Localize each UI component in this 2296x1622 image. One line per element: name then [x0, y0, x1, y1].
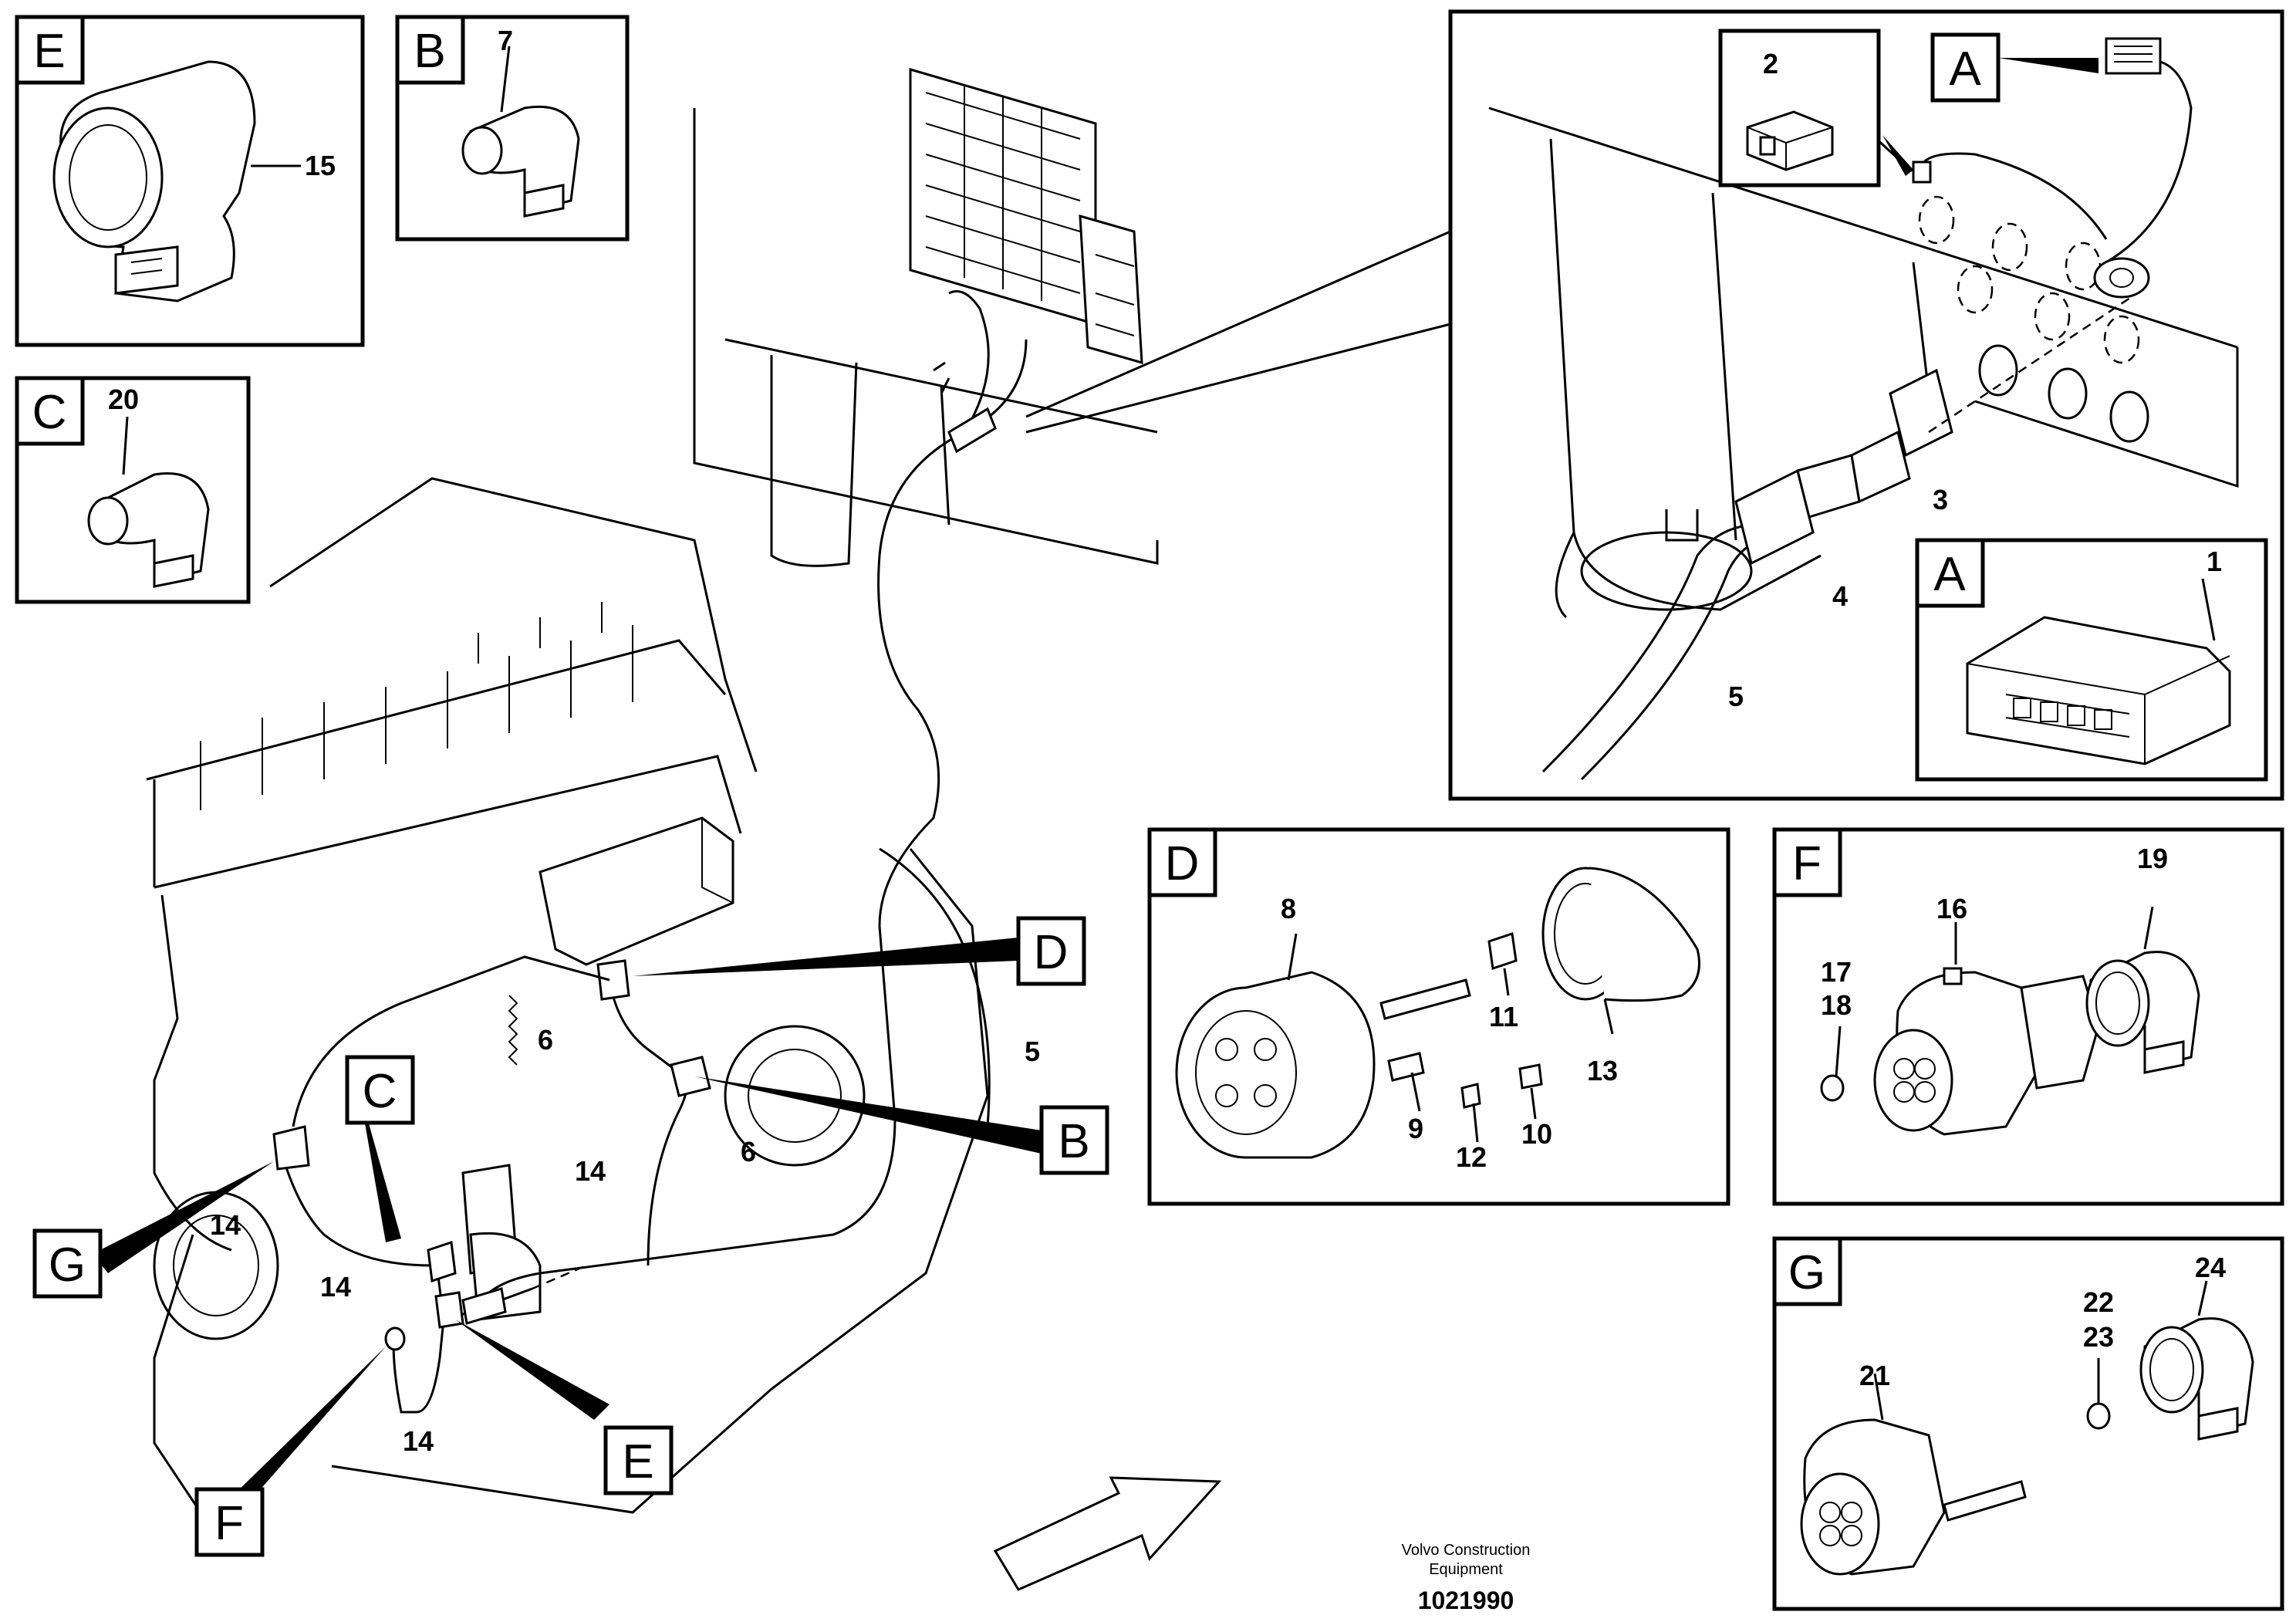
part-number-24: 24 [2195, 1252, 2226, 1283]
part-number-17: 17 [1821, 956, 1852, 988]
footer: Volvo Construction Equipment 1021990 [1402, 1542, 1531, 1614]
part-number-15: 15 [305, 150, 336, 181]
callout-letter-b: B [414, 25, 445, 78]
relay-panel [909, 68, 1143, 365]
footer-line-2: Equipment [1429, 1561, 1503, 1578]
part-number-12: 12 [1456, 1141, 1487, 1173]
main-callout-boxes [32, 916, 1109, 1557]
detail-panel-f [1772, 827, 2284, 1206]
callout-letter-a: A [1949, 42, 1981, 96]
callout-letters: E B C A A D F G C D B G E F [32, 25, 1982, 1550]
callout-letter-e-main: E [622, 1435, 653, 1489]
part-number-19: 19 [2137, 843, 2168, 874]
part-number-5-detail: 5 [1728, 681, 1744, 712]
part-number-10: 10 [1521, 1118, 1552, 1150]
direction-arrow [993, 1476, 1222, 1591]
callout-letter-g-main: G [49, 1238, 86, 1292]
part-number-6-upper: 6 [538, 1024, 553, 1056]
part-number-20: 20 [108, 384, 139, 415]
callout-letter-b-main: B [1058, 1115, 1089, 1168]
harness-5 [477, 431, 965, 1305]
detail-panel-g [1772, 1236, 2284, 1611]
part-number-13: 13 [1587, 1055, 1618, 1086]
leader-lines [93, 230, 1451, 1505]
callout-letter-d-detail: D [1165, 837, 1200, 890]
part-number-8: 8 [1281, 893, 1296, 924]
callout-letter-f-detail: F [1792, 837, 1822, 890]
callout-letter-c: C [32, 386, 67, 439]
detail-panel-b [395, 15, 630, 242]
part-number-14-bottom: 14 [403, 1425, 434, 1457]
part-number-18: 18 [1821, 989, 1852, 1021]
part-number-22: 22 [2083, 1286, 2114, 1318]
detail-panel-d [1147, 827, 1730, 1206]
callout-letter-e: E [33, 25, 65, 78]
footer-drawing-id: 1021990 [1418, 1587, 1514, 1614]
part-number-14-mid: 14 [320, 1271, 351, 1303]
part-number-16: 16 [1936, 893, 1967, 924]
detail-panel-e [15, 15, 365, 347]
harness-6 [608, 979, 688, 1266]
part-numbers: 1 2 3 4 5 5 6 6 7 8 9 10 11 12 13 14 14 … [108, 25, 2226, 1457]
harness-14 [284, 1164, 440, 1267]
callout-letter-a-detail: A [1933, 548, 1966, 601]
engine-block [146, 477, 991, 1514]
part-number-14-left: 14 [210, 1209, 241, 1241]
part-number-9: 9 [1408, 1113, 1423, 1144]
footer-line-1: Volvo Construction [1402, 1542, 1531, 1559]
part-number-11: 11 [1489, 1001, 1518, 1032]
detail-box-a-part-1 [1915, 538, 2268, 782]
detail-box-2 [1718, 29, 1881, 188]
part-number-2: 2 [1763, 48, 1778, 79]
part-number-5: 5 [1025, 1036, 1040, 1067]
callout-letter-d-main: D [1034, 926, 1069, 979]
callout-letter-c-main: C [363, 1065, 397, 1118]
part-number-1: 1 [2207, 546, 2222, 577]
part-number-6-lower: 6 [741, 1136, 756, 1168]
detail-panel-c [15, 376, 251, 604]
part-number-23: 23 [2083, 1321, 2114, 1353]
callout-letter-g-detail: G [1788, 1246, 1825, 1299]
callout-letter-f-main: F [214, 1497, 244, 1550]
part-number-14-top: 14 [575, 1155, 606, 1187]
part-number-7: 7 [498, 25, 513, 56]
part-number-4: 4 [1832, 580, 1848, 612]
part-number-21: 21 [1859, 1360, 1890, 1391]
part-number-3: 3 [1933, 484, 1948, 515]
detail-panel-a [1448, 9, 2284, 801]
